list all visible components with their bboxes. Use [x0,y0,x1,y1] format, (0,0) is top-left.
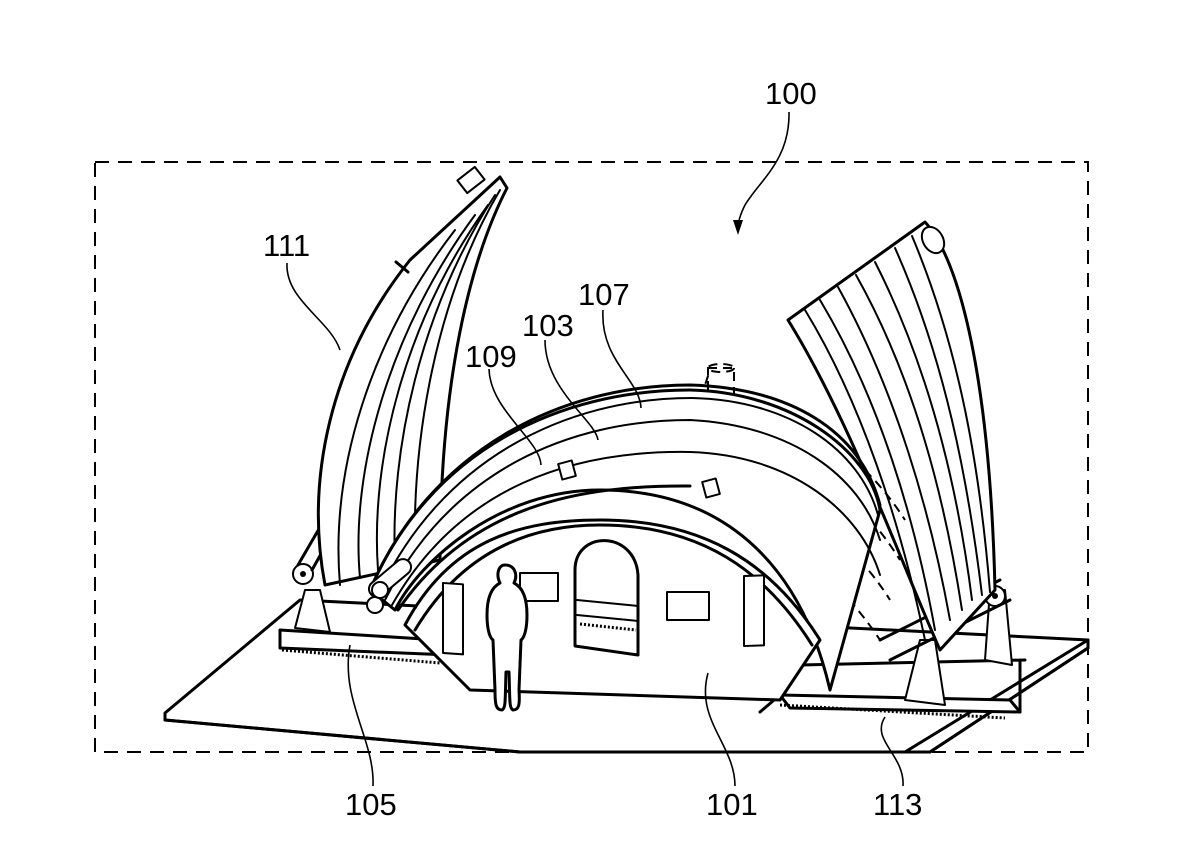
right-panel-stack [786,220,997,652]
label-101: 101 [706,787,758,822]
label-105: 105 [345,787,397,822]
label-111: 111 [263,228,310,263]
left-panel-stack [316,165,509,587]
main-arch [366,383,882,692]
label-107: 107 [578,277,630,312]
leader-lines [286,111,904,787]
label-100: 100 [765,76,817,111]
label-113: 113 [873,787,922,822]
label-103: 103 [522,308,574,343]
human-figure [485,563,529,712]
label-109: 109 [465,339,517,374]
